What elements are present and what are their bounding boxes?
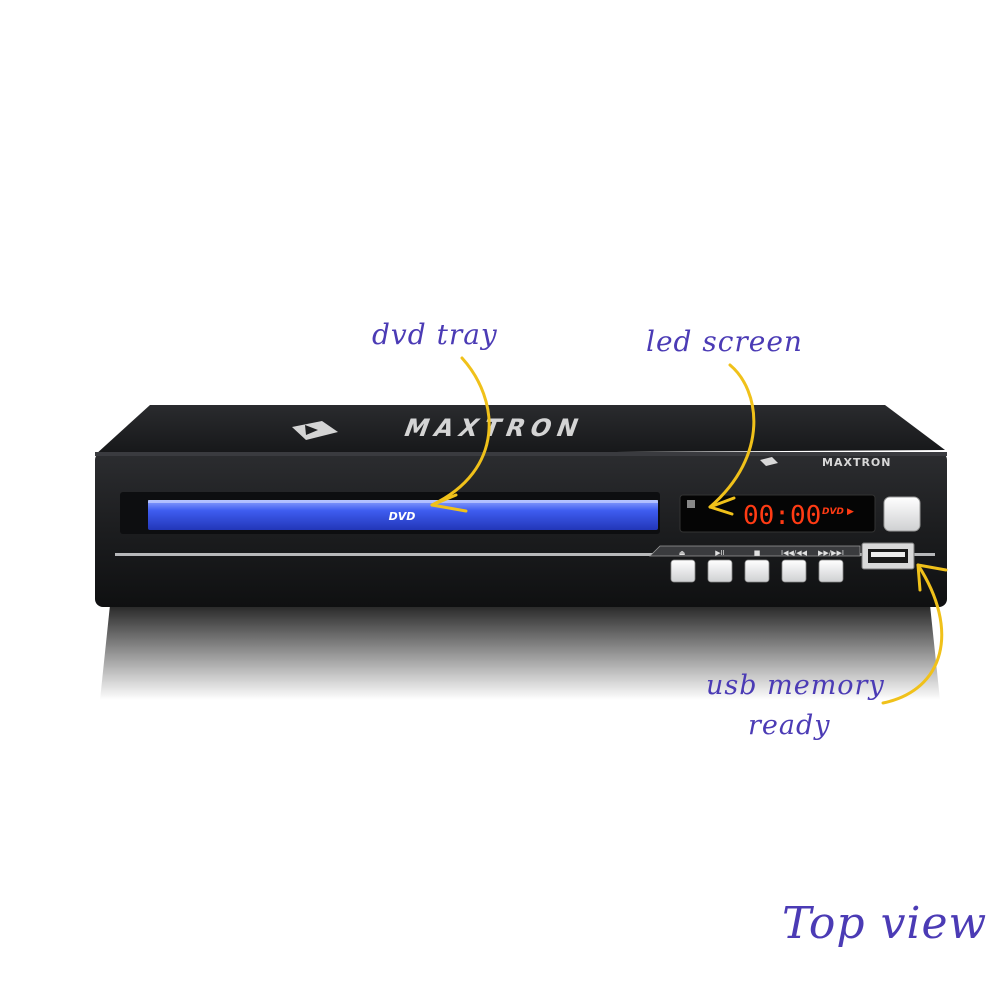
power-button[interactable] (883, 496, 921, 532)
next-button[interactable] (818, 559, 844, 583)
disc-tray: DVD (120, 492, 660, 534)
led-arrow (708, 363, 756, 509)
tray-dvd-logo: DVD (389, 510, 416, 523)
brand-logo-front: MAXTRON (822, 456, 891, 469)
stop-icon: ■ (754, 549, 761, 557)
led-screen-annotation: led screen (646, 325, 803, 358)
previous-rewind-icon: I◀◀/◀◀ (781, 549, 808, 557)
usb-port[interactable] (861, 542, 915, 570)
tray-arrow (430, 356, 491, 507)
view-caption: Top view (782, 898, 988, 949)
forward-next-icon: ▶▶/▶▶I (818, 549, 844, 557)
player-top (95, 405, 945, 455)
chrome-strip (115, 553, 935, 556)
eject-icon: ⏏ (679, 549, 686, 557)
usb-arrow (881, 563, 944, 705)
svg-text:MAXTRON: MAXTRON (400, 414, 588, 442)
usb-memory-annotation: usb memory (706, 670, 885, 701)
floor-reflection (100, 605, 940, 700)
usb-ready-annotation: ready (748, 710, 831, 741)
eject-button[interactable] (670, 559, 696, 583)
stop-button[interactable] (744, 559, 770, 583)
led-mode: DVD ▶ (822, 507, 854, 517)
brand-logo-top: MAXTRON (292, 414, 589, 442)
play-pause-button[interactable] (707, 559, 733, 583)
play-pause-icon: ▶II (715, 549, 725, 557)
led-time: 00:00 (743, 501, 821, 531)
dvd-tray-annotation: dvd tray (372, 318, 498, 351)
previous-button[interactable] (781, 559, 807, 583)
led-display: 00:00 DVD ▶ (679, 494, 876, 533)
